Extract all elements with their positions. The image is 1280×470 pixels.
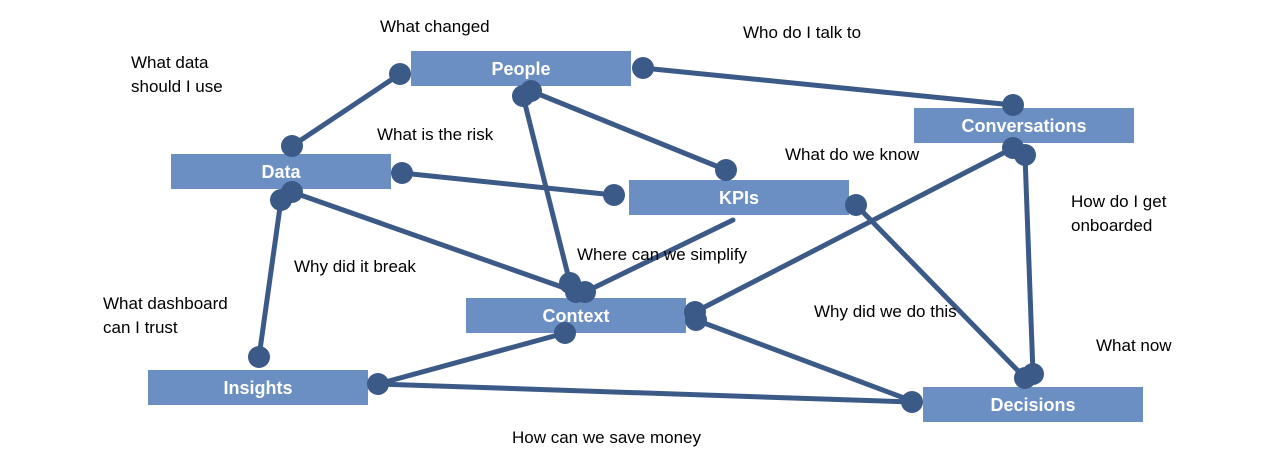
question-what-dashboard-line2: can I trust — [103, 318, 178, 337]
people-box — [411, 51, 631, 86]
question-what-now: What now — [1096, 336, 1172, 355]
decisions-box — [923, 387, 1143, 422]
question-what-dashboard-line1: What dashboard — [103, 294, 228, 313]
edge-context-insights — [375, 330, 568, 387]
question-what-do-we-know: What do we know — [785, 145, 920, 164]
question-what-changed: What changed — [380, 17, 490, 36]
edge-kpis-context — [582, 217, 736, 295]
edge-people-data — [289, 71, 403, 149]
connector-dot — [901, 391, 923, 413]
edge-people-conversations — [640, 65, 1016, 108]
question-how-onboarded-line1: How do I get — [1071, 192, 1167, 211]
edge-context-decisions — [693, 317, 915, 404]
connector-dot — [1014, 144, 1036, 166]
connector-dot — [685, 309, 707, 331]
kpis-label: KPIs — [719, 188, 759, 208]
question-who-do-i-talk-to: Who do I talk to — [743, 23, 861, 42]
kpis-box — [629, 180, 849, 215]
question-why-did-it-break: Why did it break — [294, 257, 416, 276]
data-box — [171, 154, 391, 189]
context-box — [466, 298, 686, 333]
connector-dot — [632, 57, 654, 79]
connector-dot — [389, 63, 411, 85]
people-label: People — [491, 59, 550, 79]
connector-dot — [1002, 94, 1024, 116]
conversations-box — [914, 108, 1134, 143]
connector-dot — [845, 194, 867, 216]
question-what-data-line1: What data — [131, 53, 209, 72]
conversations-label: Conversations — [961, 116, 1086, 136]
insights-box — [148, 370, 368, 405]
decisions-label: Decisions — [990, 395, 1075, 415]
connector-dot — [1022, 363, 1044, 385]
question-what-is-the-risk: What is the risk — [377, 125, 494, 144]
question-what-data-line2: should I use — [131, 77, 223, 96]
edge-conversations-context — [692, 145, 1016, 315]
connector-dot — [603, 184, 625, 206]
connector-dot — [281, 135, 303, 157]
insights-label: Insights — [223, 378, 292, 398]
connector-dot — [512, 85, 534, 107]
connector-dot — [367, 373, 389, 395]
edge-people-kpis — [528, 88, 729, 173]
connector-dot — [391, 162, 413, 184]
edge-insights-decisions — [375, 381, 915, 405]
connector-dot — [248, 346, 270, 368]
edge-kpis-decisions — [853, 202, 1028, 381]
data-label: Data — [261, 162, 301, 182]
question-how-onboarded-line2: onboarded — [1071, 216, 1152, 235]
question-how-save-money: How can we save money — [512, 428, 701, 447]
question-where-simplify: Where can we simplify — [577, 245, 748, 264]
edge-conversations-decisions — [1022, 152, 1036, 377]
edge-data-context — [289, 189, 579, 295]
context-label: Context — [543, 306, 610, 326]
connector-dot — [715, 159, 737, 181]
connector-dot — [554, 322, 576, 344]
connector-dot — [574, 281, 596, 303]
question-why-did-we-do-this: Why did we do this — [814, 302, 957, 321]
connector-dot — [270, 189, 292, 211]
edge-data-insights — [256, 197, 284, 360]
edge-data-kpis — [399, 170, 617, 198]
